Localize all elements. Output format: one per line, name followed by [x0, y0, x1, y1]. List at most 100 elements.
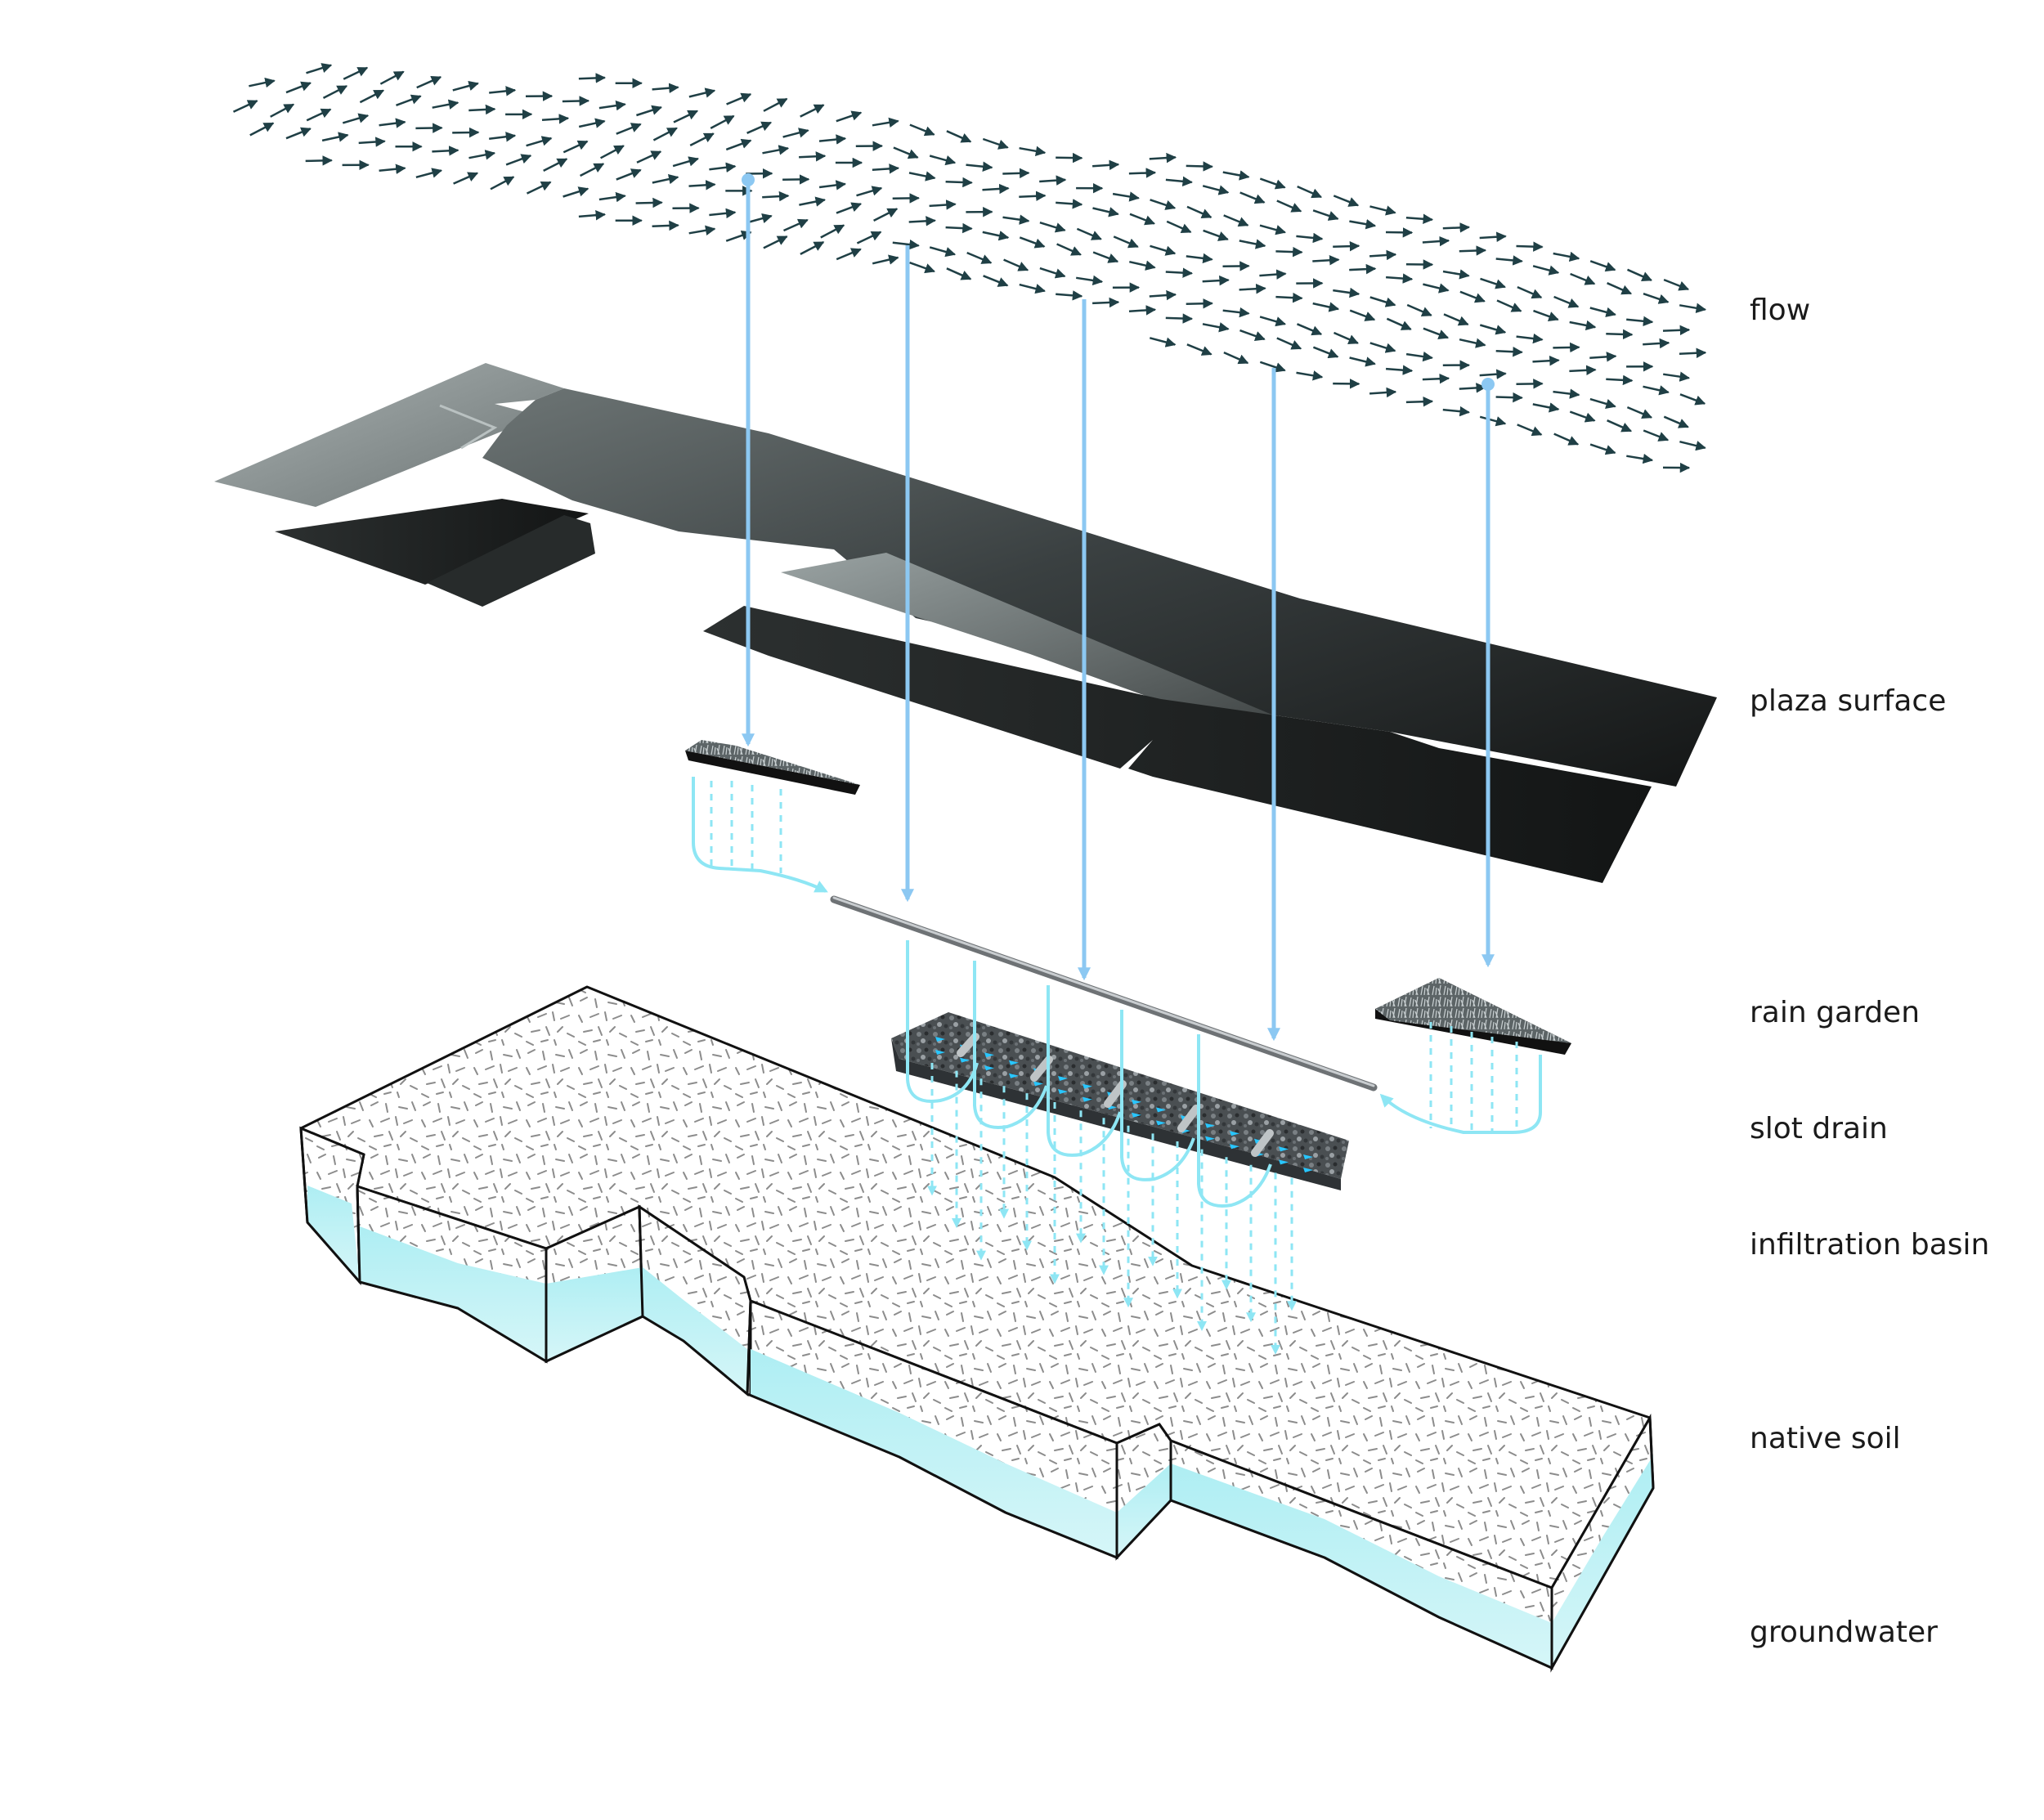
basin-flow-marker — [1156, 1120, 1166, 1126]
flow-arrow — [1517, 285, 1543, 299]
flow-arrow — [1166, 220, 1192, 234]
flow-arrow — [1297, 185, 1323, 199]
flow-arrow — [1495, 346, 1523, 357]
flow-arrow — [1222, 307, 1250, 318]
flow-arrow — [1333, 240, 1360, 252]
flow-arrow — [598, 191, 626, 203]
flow-arrow — [909, 123, 935, 137]
flow-arrow — [526, 136, 553, 147]
flow-arrow — [1056, 199, 1083, 209]
flow-arrow — [1495, 392, 1523, 403]
basin-flow-marker — [1279, 1159, 1289, 1165]
flow-arrow — [1480, 277, 1506, 289]
flow-arrow — [578, 118, 606, 128]
flow-arrow — [1186, 343, 1213, 356]
flow-arrow — [1663, 415, 1689, 428]
label-infiltration-basin: infiltration basin — [1750, 1228, 1990, 1262]
flow-arrow — [1239, 191, 1266, 204]
flow-arrow — [836, 110, 863, 123]
flow-arrow — [1276, 337, 1302, 350]
label-rain-garden: rain garden — [1750, 996, 1921, 1029]
flow-arrow — [1056, 290, 1083, 301]
flow-arrow — [1186, 161, 1213, 172]
flow-arrow — [763, 97, 788, 112]
flow-arrow — [285, 81, 312, 94]
flow-arrow — [1128, 305, 1157, 316]
rain-garden-drainage — [692, 777, 1542, 1134]
flow-arrow — [1092, 207, 1119, 217]
flow-arrow — [1259, 269, 1287, 280]
flow-arrow — [909, 262, 935, 274]
flow-arrow — [1056, 152, 1083, 164]
flow-arrow — [1626, 316, 1654, 327]
flow-arrow — [820, 224, 845, 239]
flow-arrow — [1606, 374, 1634, 386]
flow-arrow — [782, 174, 810, 185]
basin-flow-marker — [1009, 1060, 1019, 1065]
flow-arrow — [929, 155, 957, 166]
flow-arrow — [1076, 227, 1102, 240]
flow-arrow — [1626, 453, 1654, 464]
flow-arrow — [836, 248, 862, 261]
flow-arrow — [1312, 346, 1339, 359]
label-flow: flow — [1750, 294, 1811, 327]
flow-arrow — [946, 267, 972, 280]
flow-arrow — [616, 168, 642, 181]
flow-arrow — [249, 122, 275, 137]
flow-arrow — [1150, 244, 1177, 256]
flow-arrow — [762, 191, 790, 202]
flow-arrow — [688, 225, 716, 235]
flow-arrow — [1459, 383, 1486, 393]
flow-arrow — [872, 164, 900, 174]
basin-flow-marker — [1058, 1089, 1068, 1094]
flow-arrow — [872, 254, 899, 265]
flow-arrow — [1129, 213, 1155, 226]
flow-arrow — [1202, 322, 1230, 333]
flow-arrow — [709, 208, 737, 219]
flow-arrow — [1589, 397, 1616, 409]
flow-arrow — [710, 114, 735, 130]
flow-arrow — [1222, 261, 1250, 271]
flow-arrow — [1406, 303, 1432, 316]
flow-arrow — [1296, 232, 1324, 244]
flow-arrow — [982, 231, 1010, 241]
flow-arrow — [1405, 213, 1434, 224]
flow-arrow — [1423, 327, 1450, 339]
flow-arrow — [1479, 324, 1507, 335]
flow-arrow — [763, 235, 788, 249]
flow-arrow — [1405, 351, 1433, 362]
native-soil-block — [299, 985, 1655, 1673]
basin-flow-marker — [1205, 1136, 1215, 1141]
flow-arrow — [966, 161, 993, 172]
slot-drain — [830, 895, 1378, 1092]
flow-arrow — [600, 145, 625, 159]
basin-flow-marker — [1205, 1123, 1215, 1128]
flow-arrow — [782, 218, 809, 232]
flow-arrow — [490, 176, 515, 191]
flow-arrow — [1349, 356, 1376, 367]
flow-arrow — [892, 193, 920, 204]
flow-arrow — [856, 231, 882, 244]
flow-arrow — [1516, 333, 1544, 344]
flow-arrow — [1517, 424, 1543, 437]
flow-arrow — [1626, 406, 1653, 419]
flow-arrow — [1223, 214, 1249, 227]
flow-arrow — [1442, 222, 1471, 233]
flow-arrow — [489, 132, 517, 142]
flow-arrow — [1643, 429, 1670, 442]
flow-arrow — [1186, 298, 1213, 309]
label-groundwater: groundwater — [1750, 1616, 1938, 1649]
rain-garden-left — [685, 740, 860, 795]
flow-arrow — [468, 150, 496, 160]
flow-arrow — [321, 132, 349, 142]
flow-arrow — [379, 118, 406, 128]
flow-arrow — [1662, 325, 1691, 336]
flow-arrow — [285, 127, 312, 140]
flow-arrow — [1570, 272, 1596, 285]
basin-flow-marker — [1083, 1096, 1092, 1102]
flow-arrow — [636, 105, 662, 117]
flow-arrow — [782, 128, 809, 138]
basin-flow-marker — [984, 1065, 994, 1071]
flow-arrow — [1553, 342, 1580, 353]
basin-flow-marker — [1083, 1083, 1092, 1089]
